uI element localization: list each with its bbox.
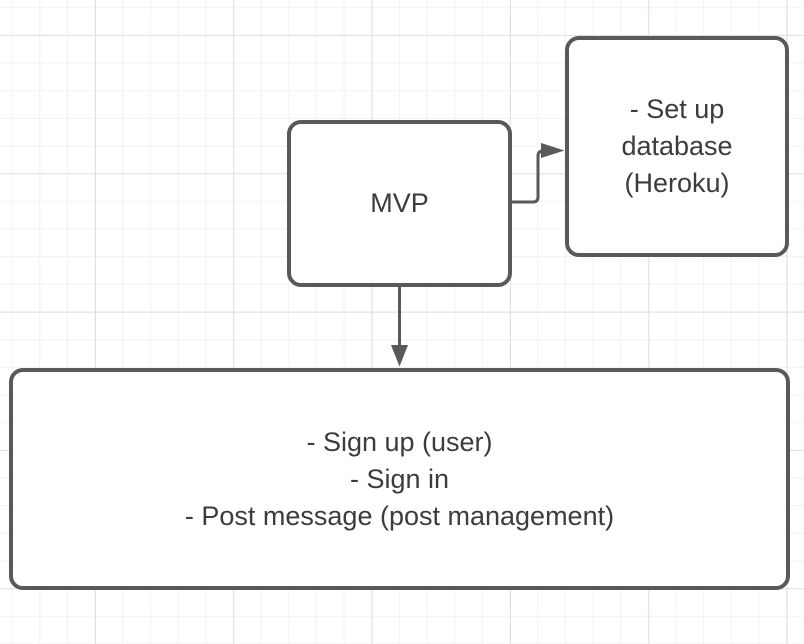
edge-mvp-to-features-arrowhead-icon	[391, 345, 408, 367]
edge-mvp-to-setup-db-line	[511, 149, 544, 204]
node-mvp-label: MVP	[370, 188, 429, 218]
node-setup-database-label-line-3: (Heroku)	[624, 168, 730, 198]
edge-mvp-to-setup-db-arrowhead-icon	[541, 143, 565, 158]
node-setup-database[interactable]: - Set up database (Heroku)	[565, 36, 789, 257]
node-features-label-line-3: - Post message (post management)	[184, 500, 615, 531]
node-setup-database-label-line-2: database	[621, 131, 733, 161]
node-mvp[interactable]: MVP	[287, 120, 512, 287]
node-features-label-line-2: - Sign in	[349, 463, 450, 494]
node-features[interactable]: - Sign up (user) - Sign in - Post messag…	[9, 368, 790, 590]
node-features-label-line-1: - Sign up (user)	[306, 426, 493, 457]
edge-mvp-to-features[interactable]	[391, 285, 408, 367]
node-setup-database-label-line-1: - Set up	[629, 94, 725, 124]
edge-mvp-to-setup-db[interactable]	[511, 143, 565, 204]
